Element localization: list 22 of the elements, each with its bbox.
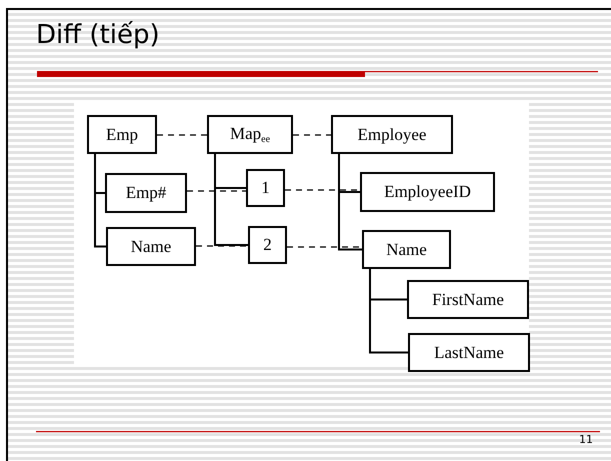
tree-node-box: Emp <box>87 115 157 154</box>
tree-connector <box>214 154 248 246</box>
dashed-connector <box>293 134 331 136</box>
tree-node-box: LastName <box>408 333 530 372</box>
slide-title: Diff (tiếp) <box>36 20 160 50</box>
tree-node-box: Name <box>106 227 196 266</box>
dashed-connector <box>285 189 360 191</box>
tree-node-box: Map$_{ee}$ <box>207 115 293 154</box>
page-number: 11 <box>579 433 593 446</box>
tree-node-box: Employee <box>331 115 453 154</box>
tree-node-box: 1 <box>246 169 285 207</box>
tree-node-box: Emp# <box>105 173 187 213</box>
tree-connector <box>94 154 106 248</box>
dashed-connector <box>287 246 362 248</box>
tree-node-box: FirstName <box>407 280 529 319</box>
dashed-connector <box>187 190 246 192</box>
tree-node-box: EmployeeID <box>360 172 495 212</box>
tree-connector <box>369 269 408 354</box>
dashed-connector <box>157 134 207 136</box>
tree-node-box: 2 <box>248 226 287 264</box>
tree-node-box: Name <box>362 230 451 269</box>
dashed-connector <box>196 245 248 247</box>
